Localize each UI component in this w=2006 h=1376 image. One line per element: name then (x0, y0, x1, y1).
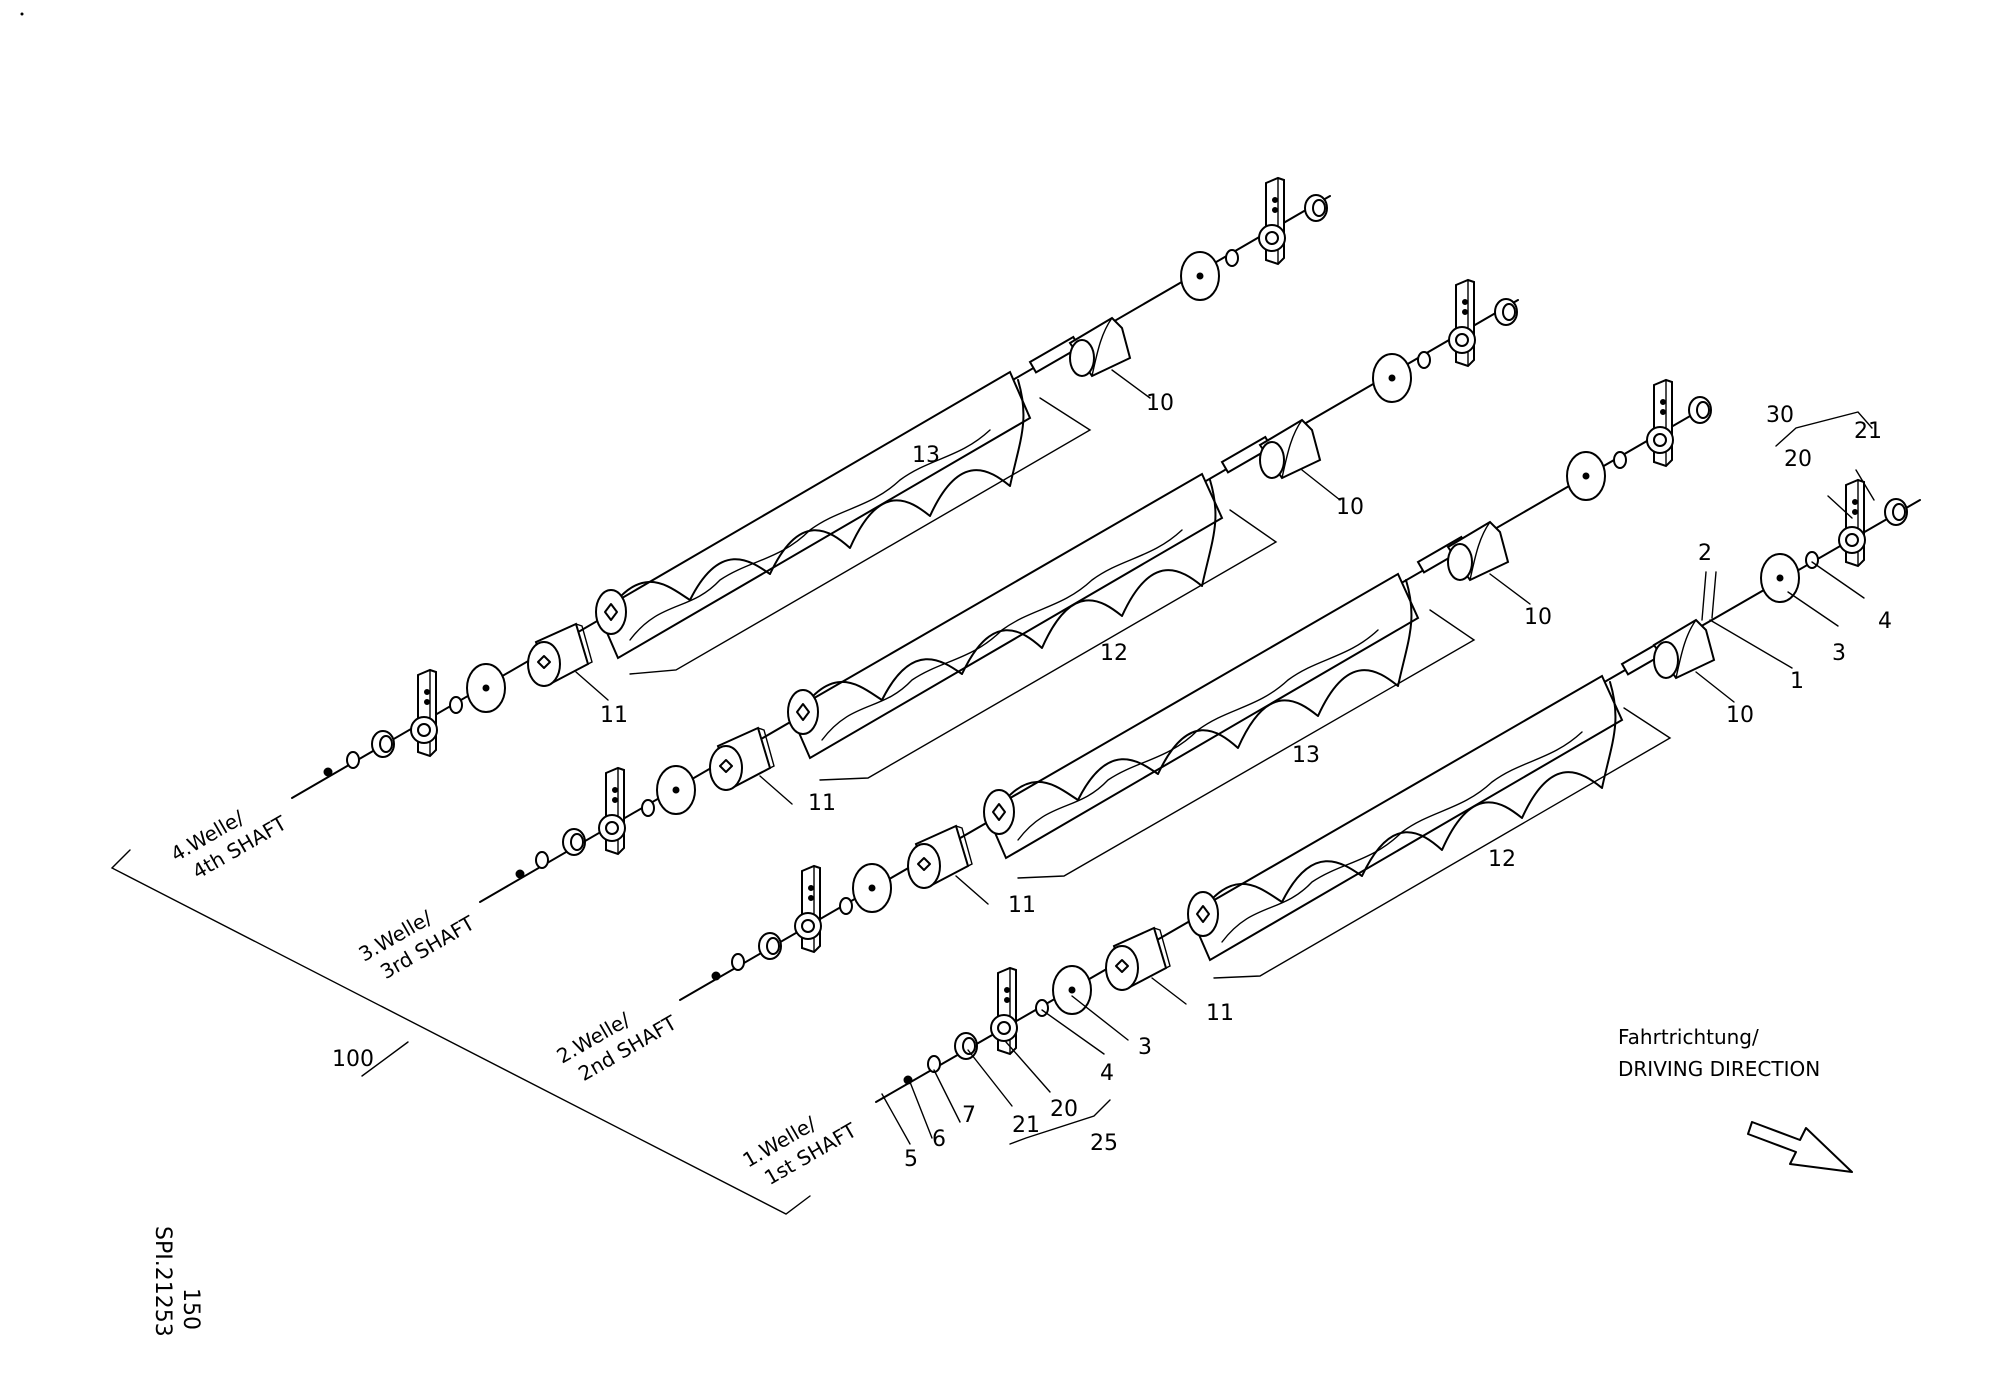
direction-arrow-icon (1747, 1121, 1853, 1173)
callout-21-right: 21 (1854, 419, 1882, 444)
callout-10-shaft2: 10 (1524, 605, 1552, 630)
callout-20-left: 20 (1050, 1097, 1078, 1122)
callout-3-left: 3 (1138, 1035, 1152, 1060)
driving-direction: Fahrtrichtung/ DRIVING DIRECTION (1618, 1025, 1853, 1173)
callout-11-shaft1: 11 (1206, 1001, 1234, 1026)
callout-13-shaft2: 13 (1292, 743, 1320, 768)
leader-lines (110, 369, 1875, 1215)
callout-13-shaft4: 13 (912, 443, 940, 468)
callout-12-shaft3: 12 (1100, 641, 1128, 666)
callout-25: 25 (1090, 1131, 1118, 1156)
callout-11-shaft4: 11 (600, 703, 628, 728)
callout-6: 6 (932, 1127, 946, 1152)
callout-5: 5 (904, 1147, 918, 1172)
drawing-number: SPI.21253 (150, 1226, 175, 1337)
callout-20-right: 20 (1784, 447, 1812, 472)
callout-11-shaft2: 11 (1008, 893, 1036, 918)
corner-dot (20, 12, 24, 16)
shaft-3-assembly (479, 279, 1519, 903)
callout-3-right: 3 (1832, 641, 1846, 666)
callout-2: 2 (1698, 541, 1712, 566)
shaft-1-assembly (875, 479, 1921, 1103)
callout-4-left: 4 (1100, 1061, 1114, 1086)
document-id: SPI.21253 150 (150, 1226, 203, 1337)
shaft-labels: 4.Welle/ 4th SHAFT 3.Welle/ 3rd SHAFT 2.… (167, 805, 862, 1190)
callout-12-shaft1: 12 (1488, 847, 1516, 872)
callout-1: 1 (1790, 669, 1804, 694)
callout-30: 30 (1766, 403, 1794, 428)
callout-11-shaft3: 11 (808, 791, 836, 816)
callout-100: 100 (332, 1047, 374, 1072)
direction-label-en: DRIVING DIRECTION (1618, 1057, 1820, 1081)
shaft-4-assembly (291, 177, 1331, 799)
callout-21-left: 21 (1012, 1113, 1040, 1138)
callout-7: 7 (962, 1103, 976, 1128)
callouts: 10 13 11 10 12 11 10 13 11 10 12 11 2 1 … (332, 391, 1892, 1172)
shaft-2-assembly (679, 379, 1712, 1001)
direction-label-de: Fahrtrichtung/ (1618, 1025, 1759, 1049)
callout-4-right: 4 (1878, 609, 1892, 634)
callout-10-shaft1: 10 (1726, 703, 1754, 728)
callout-10-shaft4: 10 (1146, 391, 1174, 416)
callout-10-shaft3: 10 (1336, 495, 1364, 520)
page-number: 150 (178, 1288, 203, 1330)
